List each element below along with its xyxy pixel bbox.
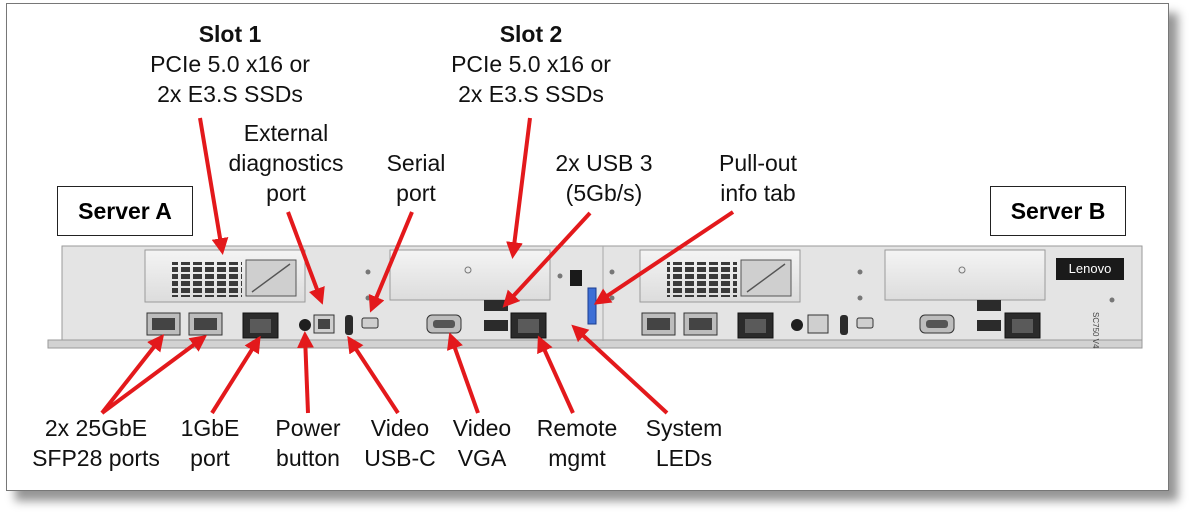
model-label: SC750 V4 <box>1091 312 1100 349</box>
slot1-title: Slot 1 <box>198 21 262 47</box>
serial-line2: port <box>396 180 436 206</box>
usbc-port <box>345 315 353 335</box>
pullout-callout: Pull-out info tab <box>719 148 797 208</box>
power-callout: Power button <box>275 413 340 473</box>
slot1-line2: PCIe 5.0 x16 or <box>150 51 310 77</box>
slot2-callout: Slot 2 PCIe 5.0 x16 or 2x E3.S SSDs <box>451 19 611 109</box>
usbc-line1: Video <box>370 415 430 441</box>
server-b-slot2-bay <box>884 249 1046 301</box>
leds-callout: System LEDs <box>646 413 723 473</box>
sfp28-line2: SFP28 ports <box>32 445 160 471</box>
gbe-callout: 1GbE port <box>181 413 240 473</box>
serial-port <box>361 317 379 329</box>
usbc-callout: Video USB-C <box>364 413 436 473</box>
pullout-line1: Pull-out <box>719 150 797 176</box>
slot2-line2: PCIe 5.0 x16 or <box>451 51 611 77</box>
gbe-line2: port <box>190 445 230 471</box>
remote-callout: Remote mgmt <box>537 413 618 473</box>
ext-diag-callout: External diagnostics port <box>228 118 343 208</box>
serial-line1: Serial <box>386 150 446 176</box>
slot2-bay <box>389 249 551 301</box>
slot2-title: Slot 2 <box>499 21 563 47</box>
slot1-line3: 2x E3.S SSDs <box>157 81 303 107</box>
ext-diag-line1: External <box>243 120 329 146</box>
sfp28-line1: 2x 25GbE <box>44 415 148 441</box>
leds-line2: LEDs <box>655 445 713 471</box>
usb3-line2: (5Gb/s) <box>565 180 643 206</box>
vga-callout: Video VGA <box>453 413 511 473</box>
usb3-port-2 <box>484 320 508 331</box>
remote-line2: mgmt <box>548 445 606 471</box>
pullout-line2: info tab <box>720 180 796 206</box>
gbe-line1: 1GbE <box>180 415 240 441</box>
power-line2: button <box>276 445 340 471</box>
slot2-line3: 2x E3.S SSDs <box>458 81 604 107</box>
led-panel <box>570 270 582 286</box>
power-button <box>299 319 311 331</box>
lenovo-badge <box>1056 258 1124 280</box>
usb3-port-1 <box>484 300 508 311</box>
slot1-callout: Slot 1 PCIe 5.0 x16 or 2x E3.S SSDs <box>150 19 310 109</box>
serial-callout: Serial port <box>387 148 446 208</box>
ext-diag-line3: port <box>266 180 306 206</box>
sfp28-callout: 2x 25GbE SFP28 ports <box>32 413 160 473</box>
ext-diag-line2: diagnostics <box>228 150 344 176</box>
remote-line1: Remote <box>536 415 618 441</box>
server-a-label: Server A <box>57 186 193 236</box>
server-b-label: Server B <box>990 186 1126 236</box>
usbc-line2: USB-C <box>364 445 436 471</box>
vga-line1: Video <box>452 415 512 441</box>
leds-line1: System <box>645 415 723 441</box>
slot1-vent <box>172 262 242 297</box>
lenovo-logo: Lenovo <box>1068 261 1112 276</box>
pullout-tab <box>587 287 597 325</box>
vga-line2: VGA <box>457 445 507 471</box>
usb3-line1: 2x USB 3 <box>555 150 653 176</box>
usb3-callout: 2x USB 3 (5Gb/s) <box>555 148 652 208</box>
chassis-rail <box>47 339 1143 349</box>
power-line1: Power <box>275 415 341 441</box>
